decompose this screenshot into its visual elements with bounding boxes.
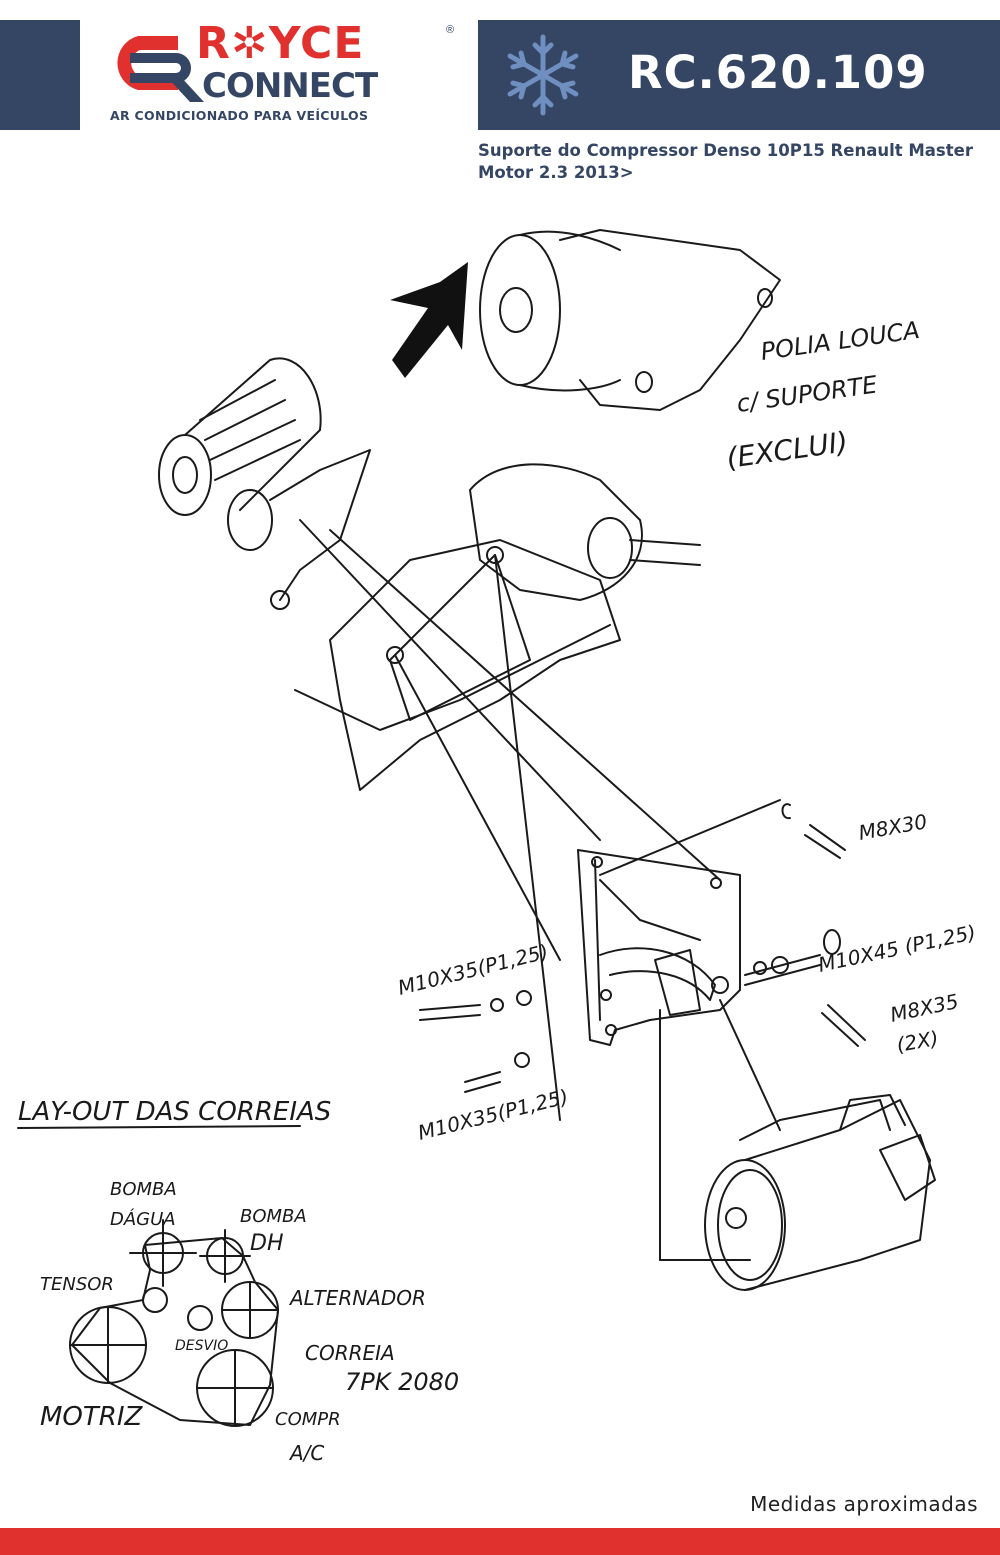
label-m8x35: M8X35 — [888, 989, 961, 1027]
snowflake-icon — [507, 34, 579, 116]
product-code: RC.620.109 — [628, 46, 928, 99]
registered-mark: ® — [446, 24, 455, 36]
alternator-sketch — [158, 357, 371, 610]
brand-name-top: R✲YCE — [196, 18, 365, 69]
label-bomba-dh-1: BOMBA — [240, 1206, 307, 1227]
header-left-block — [0, 20, 80, 130]
label-bomba-dagua-1: BOMBA — [110, 1179, 177, 1200]
label-m8x30: M8X30 — [857, 809, 929, 845]
label-bomba-dh-2: DH — [250, 1231, 283, 1256]
engine-sketch — [294, 463, 701, 791]
brand-name-bottom: CONNECT — [202, 66, 378, 106]
label-motriz: MOTRIZ — [40, 1402, 144, 1432]
exploded-view-drawing: POLIA LOUCA c/ SUPORTE (EXCLUI) — [17, 229, 978, 1465]
label-polia-2: c/ SUPORTE — [735, 370, 880, 418]
label-alternador: ALTERNADOR — [288, 1286, 426, 1310]
footer-bar — [0, 1528, 1000, 1555]
label-correia-2: 7PK 2080 — [345, 1368, 459, 1396]
header-right-block — [478, 20, 1000, 130]
product-title: Suporte do Compressor Denso 10P15 Renaul… — [478, 141, 973, 182]
bolts-sketch — [419, 803, 866, 1093]
label-polia-1: POLIA LOUCA — [759, 316, 921, 366]
label-m10x45: M10X45 (P1,25) — [816, 920, 978, 977]
layout-title: LAY-OUT DAS CORREIAS — [18, 1097, 331, 1127]
label-desvio: DESVIO — [175, 1338, 228, 1354]
brand-tagline: AR CONDICIONADO PARA VEÍCULOS — [110, 108, 369, 123]
label-polia-3: (EXCLUI) — [724, 425, 850, 475]
label-tensor: TENSOR — [40, 1274, 114, 1295]
label-bomba-dagua-2: DÁGUA — [110, 1208, 176, 1230]
compressor-sketch — [704, 1094, 936, 1291]
logo-mark-icon — [117, 36, 204, 102]
label-m10x35-b: M10X35(P1,25) — [415, 1084, 570, 1145]
arrow-icon — [390, 262, 468, 378]
belt-layout-diagram: LAY-OUT DAS CORREIAS BOMBA DÁGUA BOMBA D… — [17, 1097, 459, 1465]
label-correia-1: CORREIA — [305, 1341, 395, 1365]
footer-note: Medidas aproximadas — [750, 1492, 978, 1516]
compressor-bracket-sketch — [577, 849, 741, 1046]
label-m8x35-qty: (2X) — [895, 1026, 941, 1057]
label-compr-2: A/C — [288, 1441, 324, 1465]
brand-logo: R✲YCE ® CONNECT AR CONDICIONADO PARA VEÍ… — [108, 22, 458, 126]
idler-pulley-sketch — [479, 229, 781, 411]
label-compr-1: COMPR — [275, 1409, 341, 1430]
assembly-guide-lines — [299, 519, 781, 1261]
